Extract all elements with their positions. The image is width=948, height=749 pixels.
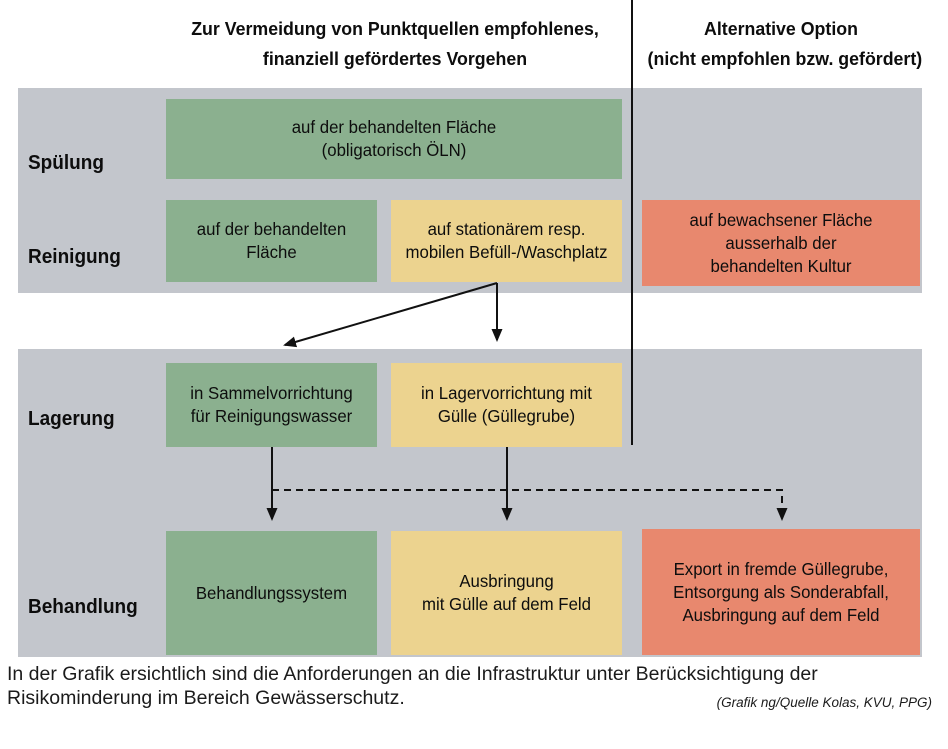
row-label-reinigung: Reinigung bbox=[28, 246, 121, 268]
column-header-recommended: Zur Vermeidung von Punktquellen empfohle… bbox=[168, 14, 622, 74]
alternative-header-line2: (nicht empfohlen bzw. gefördert) bbox=[647, 48, 923, 69]
row-label-spuelung: Spülung bbox=[28, 152, 104, 174]
box-reinigung-alternative: auf bewachsener Fläche ausserhalb der be… bbox=[642, 200, 920, 286]
caption-text: In der Grafik ersichtlich sind die Anfor… bbox=[7, 663, 818, 709]
recommended-header-line1: Zur Vermeidung von Punktquellen empfohle… bbox=[191, 18, 599, 39]
box-behandlung-red-text: Export in fremde Güllegrube, Entsorgung … bbox=[673, 558, 889, 625]
alternative-header-line1: Alternative Option bbox=[704, 18, 858, 39]
column-divider-line bbox=[631, 0, 633, 445]
arrow-dashed-to-alternative-export bbox=[272, 489, 788, 521]
box-reinigung-waschplatz: auf stationärem resp. mobilen Befüll-/Wa… bbox=[391, 200, 622, 282]
arrow-waschplatz-to-sammelvorrichtung bbox=[283, 282, 498, 348]
box-behandlung-green-text: Behandlungssystem bbox=[195, 582, 348, 603]
box-behandlung-yellow-text: Ausbringung mit Gülle auf dem Feld bbox=[421, 571, 591, 614]
box-behandlung-ausbringung: Ausbringung mit Gülle auf dem Feld bbox=[391, 531, 622, 655]
box-lagerung-guellegrube: in Lagervorrichtung mit Gülle (Güllegrub… bbox=[391, 363, 622, 447]
column-header-alternative: Alternative Option (nicht empfohlen bzw.… bbox=[642, 14, 923, 74]
box-lagerung-sammelvorrichtung: in Sammelvorrichtung für Reinigungswasse… bbox=[166, 363, 377, 447]
row-label-behandlung: Behandlung bbox=[28, 596, 138, 618]
box-reinigung-yellow-text: auf stationärem resp. mobilen Befüll-/Wa… bbox=[405, 219, 608, 262]
credit-text: (Grafik ng/Quelle Kolas, KVU, PPG) bbox=[716, 695, 932, 710]
box-spuelung-text: auf der behandelten Fläche (obligatorisc… bbox=[291, 117, 497, 160]
box-spuelung-behandelte-flaeche: auf der behandelten Fläche (obligatorisc… bbox=[166, 99, 622, 179]
box-behandlung-system: Behandlungssystem bbox=[166, 531, 377, 655]
row-label-lagerung: Lagerung bbox=[28, 408, 115, 430]
box-lagerung-yellow-text: in Lagervorrichtung mit Gülle (Güllegrub… bbox=[421, 383, 592, 426]
box-reinigung-red-text: auf bewachsener Fläche ausserhalb der be… bbox=[689, 209, 873, 276]
box-reinigung-green-text: auf der behandelten Fläche bbox=[196, 219, 347, 262]
recommended-header-line2: finanziell gefördertes Vorgehen bbox=[262, 48, 528, 69]
box-reinigung-behandelte-flaeche: auf der behandelten Fläche bbox=[166, 200, 377, 282]
box-behandlung-alternative: Export in fremde Güllegrube, Entsorgung … bbox=[642, 529, 920, 655]
box-lagerung-green-text: in Sammelvorrichtung für Reinigungswasse… bbox=[190, 383, 353, 426]
